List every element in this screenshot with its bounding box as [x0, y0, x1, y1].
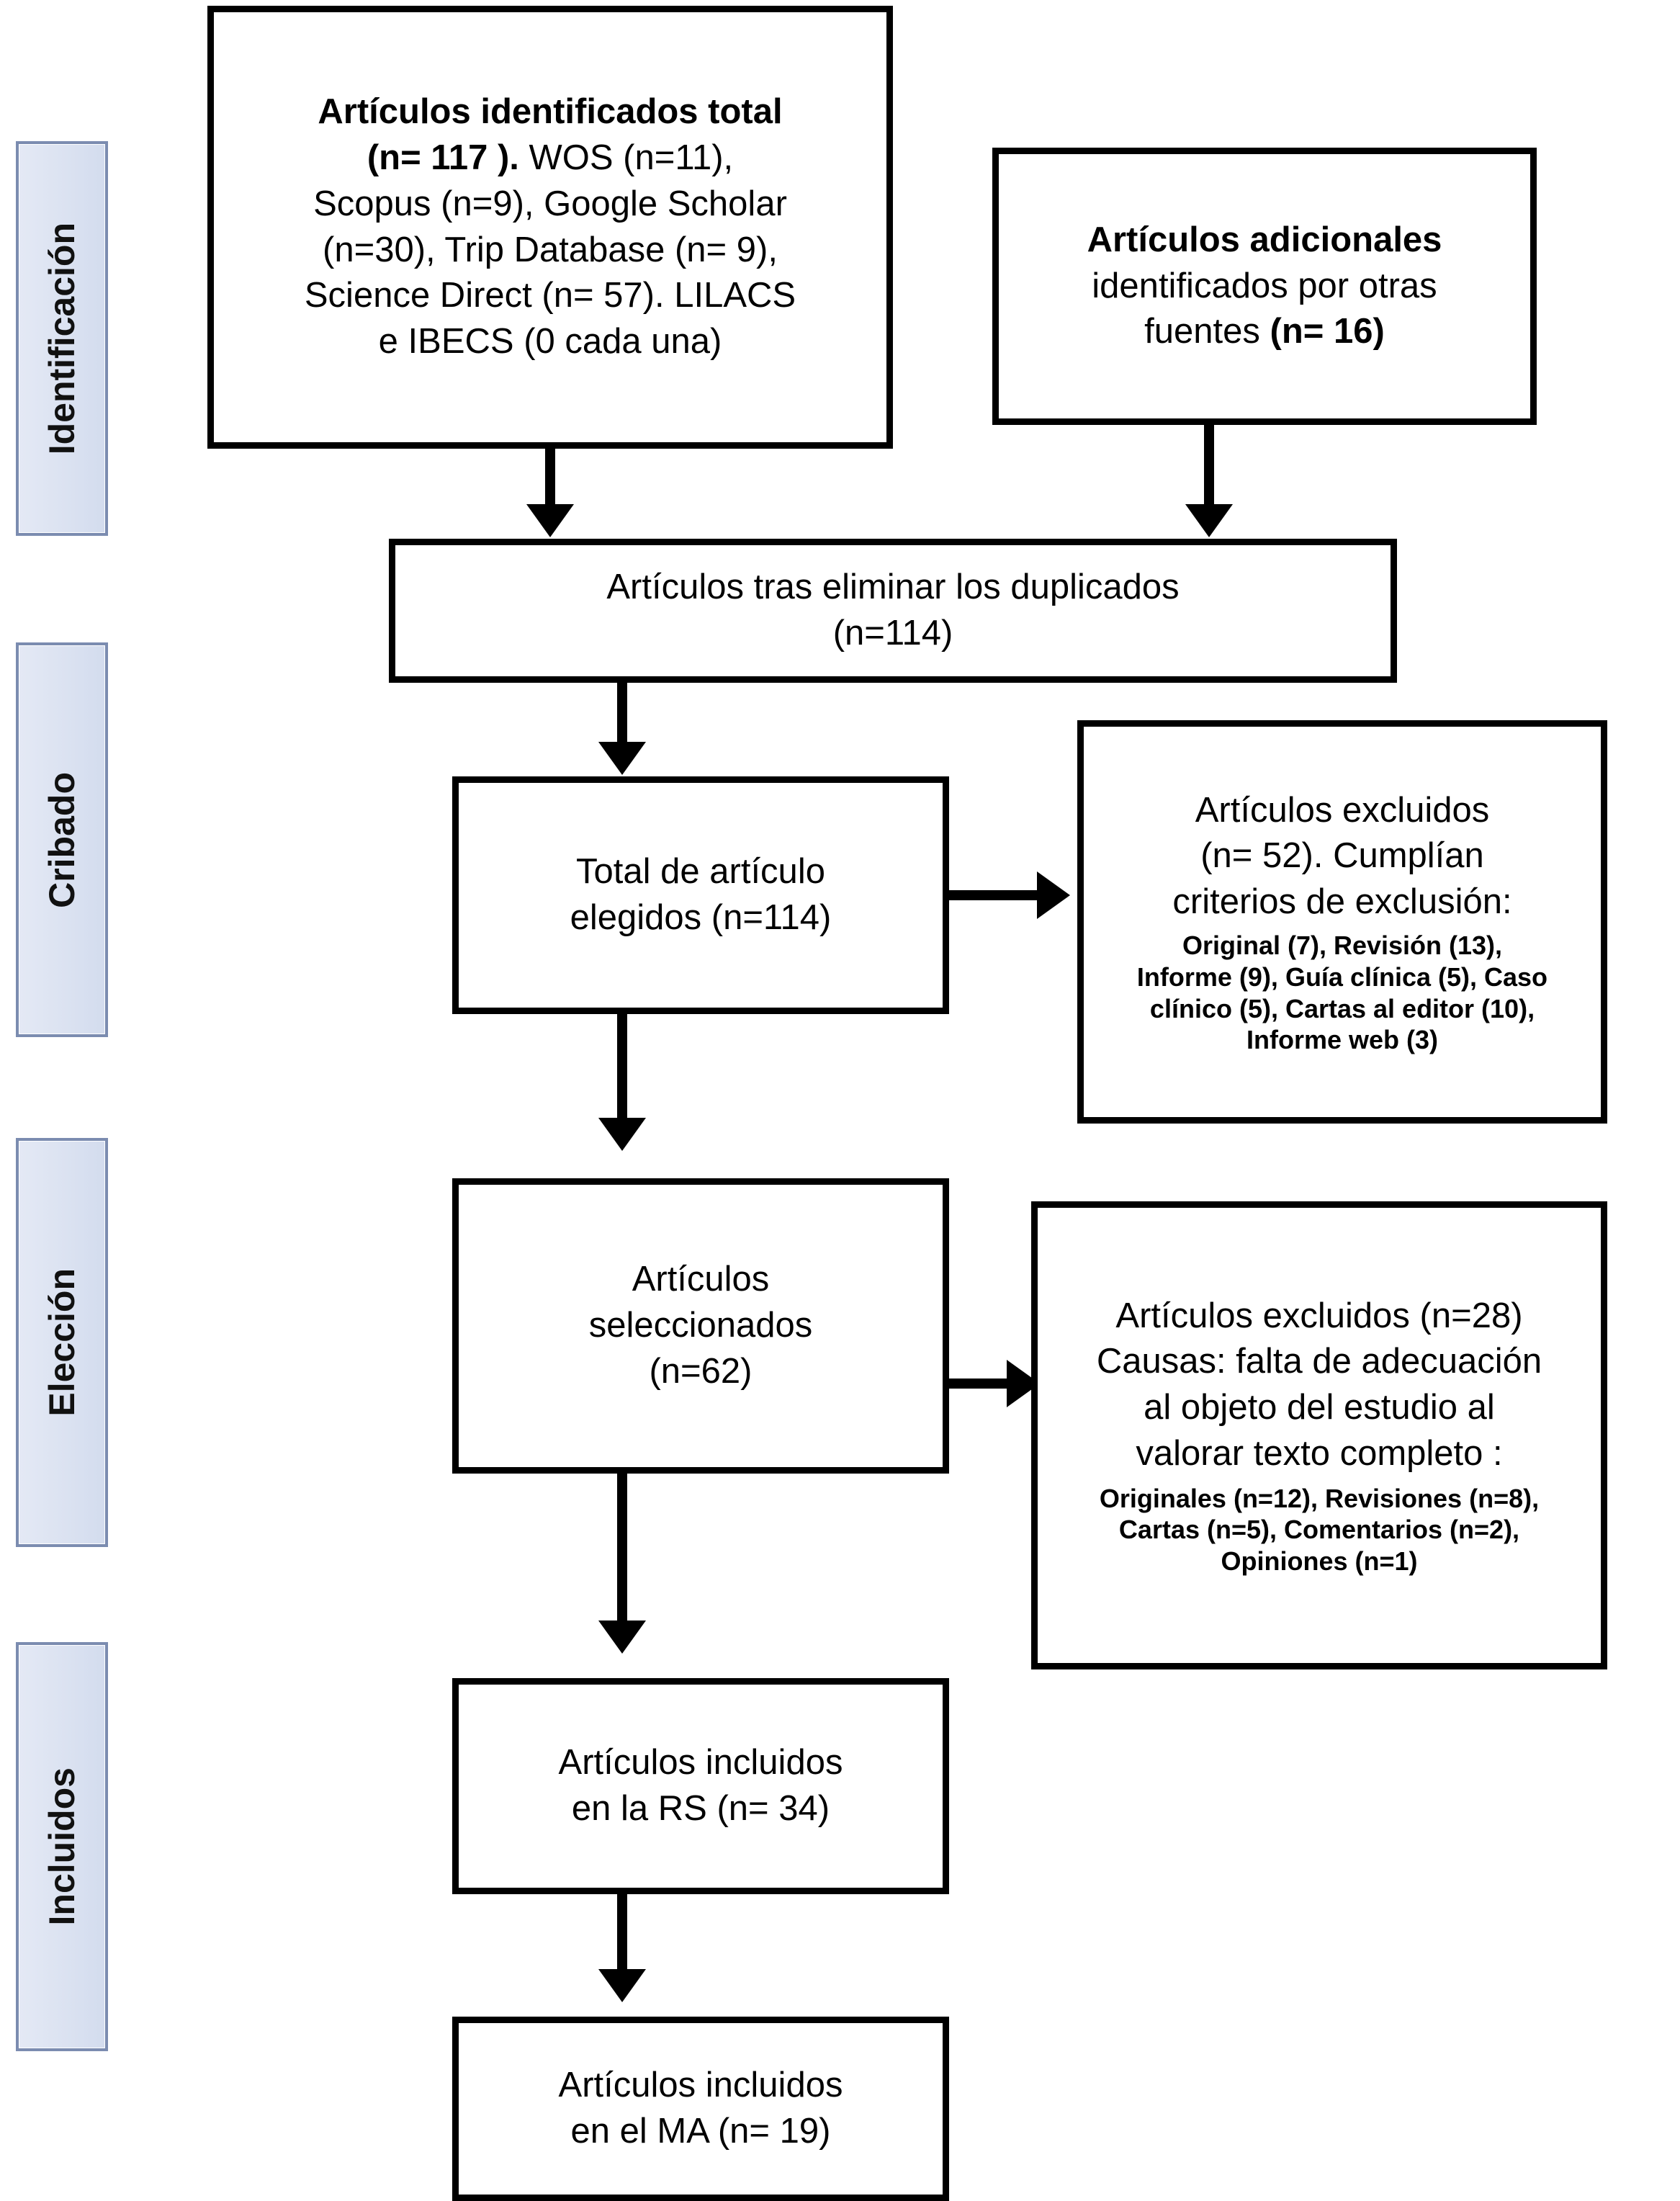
- arrowhead-additional-to-duplicates: [1185, 504, 1233, 537]
- identified-line2-bold: (n= 117 ).: [367, 138, 519, 178]
- stage-label-incluidos: Incluidos: [42, 1767, 82, 1926]
- connector-identified-to-duplicates: [545, 449, 555, 510]
- excluded-screening-detail2: Informe (9), Guía clínica (5), Caso: [1136, 961, 1548, 992]
- stage-chip-incluidos: Incluidos: [16, 1642, 108, 2051]
- excluded-screening-detail1: Original (7), Revisión (13),: [1182, 930, 1503, 960]
- excluded-eligibility-detail2: Cartas (n=5), Comentarios (n=2),: [1118, 1515, 1520, 1545]
- excluded-screening-line3: criterios de exclusión:: [1172, 882, 1512, 922]
- excluded-screening-line2: (n= 52). Cumplían: [1200, 836, 1484, 876]
- additional-line2: identificados por otras: [1092, 266, 1437, 305]
- identified-line5: Science Direct (n= 57). LILACS: [304, 276, 796, 315]
- identified-line2-rest: WOS (n=11),: [518, 138, 734, 178]
- stage-label-cribado: Cribado: [42, 771, 82, 908]
- connector-eligible-to-included-rs: [617, 1474, 627, 1625]
- included-rs-line2: en la RS (n= 34): [571, 1789, 830, 1828]
- arrowhead-included-rs-to-ma: [598, 1969, 646, 2002]
- stage-chip-cribado: Cribado: [16, 642, 108, 1037]
- box-articulos-excluidos-cribado: Artículos excluidos (n= 52). Cumplían cr…: [1077, 720, 1607, 1124]
- connector-eligible-to-excluded: [949, 1379, 1012, 1389]
- duplicates-line1: Artículos tras eliminar los duplicados: [606, 568, 1180, 607]
- excluded-eligibility-line4: valorar texto completo :: [1136, 1433, 1503, 1473]
- excluded-screening-detail4: Informe web (3): [1246, 1025, 1439, 1055]
- eligible-line1: Artículos: [632, 1260, 770, 1299]
- arrowhead-screened-to-eligible: [598, 1118, 646, 1151]
- stage-chip-identificacion: Identificación: [16, 141, 108, 536]
- arrowhead-identified-to-duplicates: [526, 504, 574, 537]
- excluded-screening-line1: Artículos excluidos: [1195, 790, 1490, 830]
- connector-screened-to-excluded: [949, 890, 1043, 900]
- additional-line3-rest: fuentes: [1144, 312, 1270, 351]
- excluded-eligibility-detail1: Originales (n=12), Revisiones (n=8),: [1099, 1483, 1540, 1513]
- stage-label-eleccion: Elección: [42, 1268, 82, 1417]
- screened-line2: elegidos (n=114): [570, 898, 832, 937]
- box-articulos-adicionales: Artículos adicionales identificados por …: [992, 148, 1537, 425]
- box-articulos-excluidos-eleccion: Artículos excluidos (n=28) Causas: falta…: [1031, 1201, 1607, 1669]
- included-ma-line1: Artículos incluidos: [558, 2066, 843, 2105]
- excluded-screening-detail3: clínico (5), Cartas al editor (10),: [1149, 993, 1535, 1023]
- box-articulos-identificados-total: Artículos identificados total (n= 117 ).…: [207, 6, 893, 449]
- identified-line4: (n=30), Trip Database (n= 9),: [323, 230, 778, 269]
- included-ma-line2: en el MA (n= 19): [570, 2112, 831, 2151]
- identified-line2: (n= 117 ). WOS (n=11),: [224, 135, 876, 181]
- identified-line6: e IBECS (0 cada una): [378, 321, 722, 361]
- included-rs-line1: Artículos incluidos: [558, 1743, 843, 1783]
- identified-heading: Artículos identificados total: [318, 92, 783, 132]
- stage-chip-eleccion: Elección: [16, 1138, 108, 1547]
- arrowhead-screened-to-excluded: [1037, 871, 1070, 919]
- excluded-eligibility-line1: Artículos excluidos (n=28): [1115, 1296, 1523, 1335]
- additional-line3: fuentes (n= 16): [1009, 309, 1520, 355]
- screened-line1: Total de artículo: [576, 852, 825, 892]
- connector-screened-to-eligible: [617, 1014, 627, 1122]
- box-articulos-seleccionados: Artículos seleccionados (n=62): [452, 1178, 949, 1474]
- additional-heading: Artículos adicionales: [1087, 220, 1442, 259]
- arrowhead-duplicates-to-screened: [598, 742, 646, 775]
- connector-duplicates-to-screened: [617, 683, 627, 748]
- stage-label-identificacion: Identificación: [42, 222, 82, 455]
- eligible-line2: seleccionados: [588, 1306, 813, 1345]
- connector-included-rs-to-ma: [617, 1894, 627, 1973]
- excluded-eligibility-detail3: Opiniones (n=1): [1221, 1546, 1418, 1577]
- box-articulos-incluidos-ma: Artículos incluidos en el MA (n= 19): [452, 2017, 949, 2201]
- box-articulos-incluidos-rs: Artículos incluidos en la RS (n= 34): [452, 1678, 949, 1894]
- identified-line3: Scopus (n=9), Google Scholar: [313, 184, 787, 223]
- excluded-eligibility-line3: al objeto del estudio al: [1144, 1388, 1495, 1427]
- eligible-line3: (n=62): [649, 1351, 753, 1391]
- excluded-eligibility-line2: Causas: falta de adecuación: [1096, 1342, 1542, 1381]
- box-tras-eliminar-duplicados: Artículos tras eliminar los duplicados (…: [389, 539, 1397, 683]
- duplicates-line2: (n=114): [832, 614, 953, 653]
- additional-line3-bold: (n= 16): [1270, 312, 1385, 351]
- connector-additional-to-duplicates: [1204, 425, 1214, 510]
- box-total-articulos-elegidos: Total de artículo elegidos (n=114): [452, 776, 949, 1014]
- arrowhead-eligible-to-included-rs: [598, 1621, 646, 1654]
